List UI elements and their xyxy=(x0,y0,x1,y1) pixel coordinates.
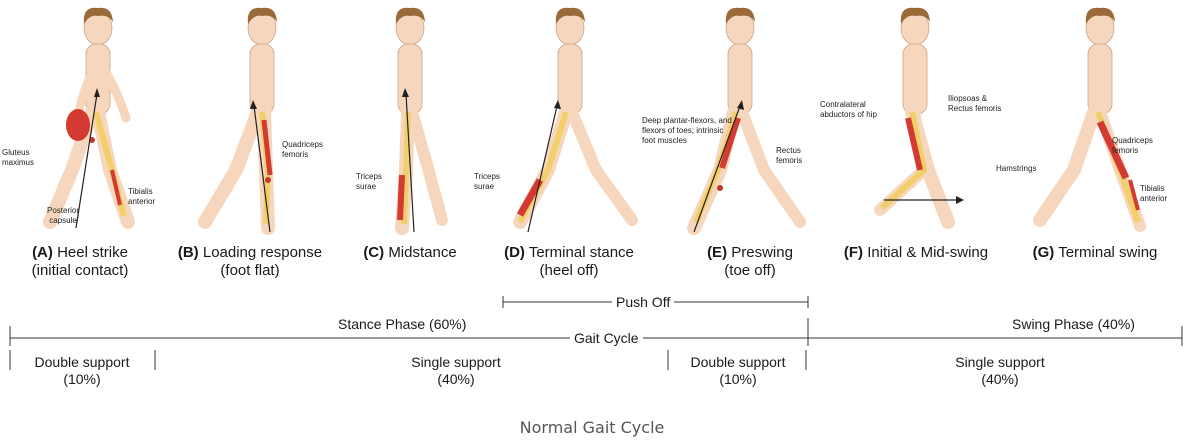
label-g-hamstrings: Hamstrings xyxy=(996,164,1056,174)
support-single-1: Single support (40%) xyxy=(390,354,522,388)
label-d-triceps-surae: Triceps surae xyxy=(474,172,514,192)
stage-b: (B) Loading response (foot flat) xyxy=(158,244,342,280)
stage-a-sub: (initial contact) xyxy=(32,262,129,279)
stage-d-name: Terminal stance xyxy=(529,244,634,261)
stage-a: (A) Heel strike (initial contact) xyxy=(10,244,150,280)
label-c-triceps-surae: Triceps surae xyxy=(356,172,396,192)
stage-g-code: (G) xyxy=(1033,244,1055,261)
stage-a-name: Heel strike xyxy=(57,244,128,261)
stage-b-code: (B) xyxy=(178,244,199,261)
figure-d-drawing xyxy=(520,8,632,232)
support-double-1-label: Double support xyxy=(35,354,130,370)
figure-a-drawing xyxy=(50,8,128,228)
label-g-tibialis-anterior: Tibialis anterior xyxy=(1140,184,1180,204)
stage-b-name: Loading response xyxy=(203,244,322,261)
push-off-label: Push Off xyxy=(612,294,674,310)
label-e-rectus-femoris: Rectus femoris xyxy=(776,146,820,166)
stage-g: (G) Terminal swing xyxy=(1012,244,1178,262)
stage-g-name: Terminal swing xyxy=(1058,244,1157,261)
figure-g-drawing xyxy=(1040,8,1140,226)
label-a-posterior-capsule: Posterior capsule xyxy=(40,206,86,226)
label-a-tibialis-anterior: Tibialis anterior xyxy=(128,187,170,207)
figure-f-drawing xyxy=(880,8,964,222)
stage-d-sub: (heel off) xyxy=(540,262,599,279)
stage-d: (D) Terminal stance (heel off) xyxy=(484,244,654,280)
stage-f: (F) Initial & Mid-swing xyxy=(824,244,1008,262)
support-double-2-label: Double support xyxy=(691,354,786,370)
support-single-2: Single support (40%) xyxy=(934,354,1066,388)
stage-e: (E) Preswing (toe off) xyxy=(690,244,810,280)
support-double-2-pct: (10%) xyxy=(719,371,756,387)
support-single-2-pct: (40%) xyxy=(981,371,1018,387)
stage-a-code: (A) xyxy=(32,244,53,261)
stage-e-sub: (toe off) xyxy=(724,262,775,279)
label-g-quadriceps-femoris: Quadriceps femoris xyxy=(1112,136,1170,156)
stage-e-name: Preswing xyxy=(731,244,793,261)
support-double-1: Double support (10%) xyxy=(16,354,148,388)
stage-d-code: (D) xyxy=(504,244,525,261)
figure-b-drawing xyxy=(205,8,277,232)
gait-cycle-label: Gait Cycle xyxy=(570,330,643,346)
stance-phase-label: Stance Phase (60%) xyxy=(338,316,466,332)
walking-figures xyxy=(0,0,1184,245)
stage-c: (C) Midstance xyxy=(350,244,470,262)
stage-c-code: (C) xyxy=(363,244,384,261)
label-b-quadriceps-femoris: Quadriceps femoris xyxy=(282,140,344,160)
label-f-iliopsoas-rectus: Iliopsoas & Rectus femoris xyxy=(948,94,1006,114)
swing-phase-label: Swing Phase (40%) xyxy=(1012,316,1135,332)
support-single-2-label: Single support xyxy=(955,354,1045,370)
support-single-1-label: Single support xyxy=(411,354,501,370)
stage-f-name: Initial & Mid-swing xyxy=(867,244,988,261)
stage-b-sub: (foot flat) xyxy=(220,262,279,279)
support-single-1-pct: (40%) xyxy=(437,371,474,387)
stage-c-name: Midstance xyxy=(388,244,456,261)
stage-f-code: (F) xyxy=(844,244,863,261)
stage-e-code: (E) xyxy=(707,244,727,261)
support-double-2: Double support (10%) xyxy=(672,354,804,388)
figure-caption: Normal Gait Cycle xyxy=(0,418,1184,437)
label-e-deep-plantar-flexors: Deep plantar-flexors, and flexors of toe… xyxy=(642,116,736,146)
label-a-gluteus-maximus: Gluteus maximus xyxy=(2,148,62,168)
label-f-contralateral-abductors: Contralateral abductors of hip xyxy=(820,100,886,120)
support-double-1-pct: (10%) xyxy=(63,371,100,387)
figure-c-drawing xyxy=(396,8,442,232)
